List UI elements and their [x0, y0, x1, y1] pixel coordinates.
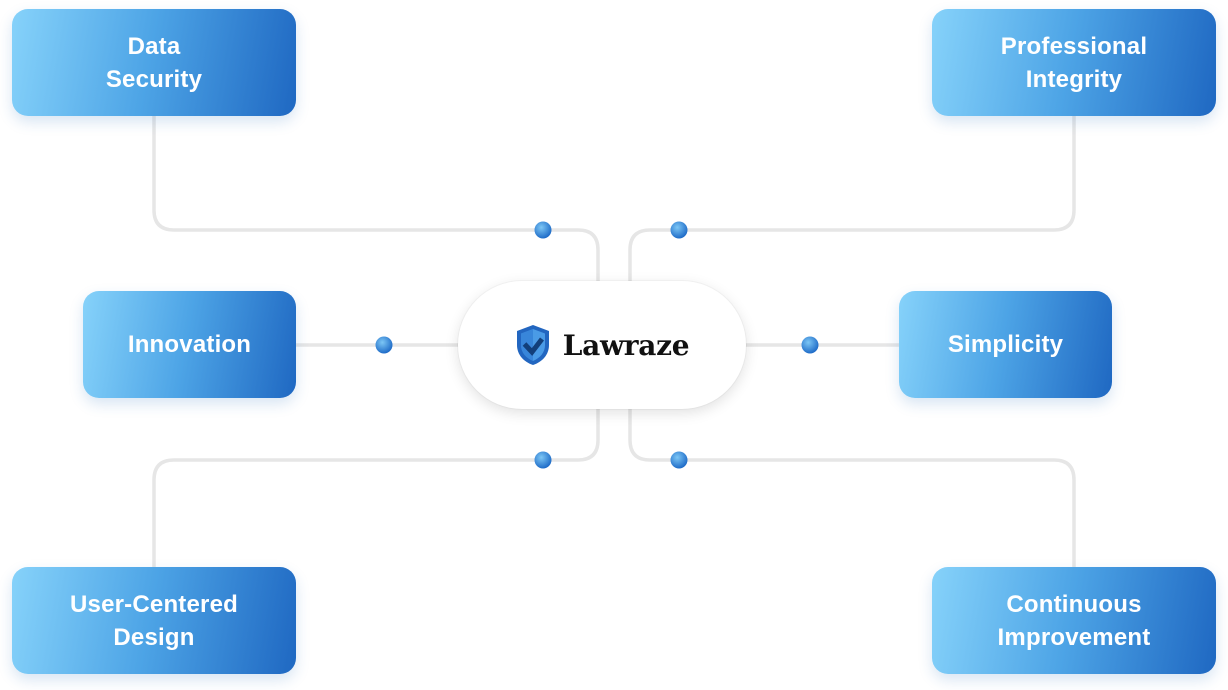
connector-dot — [534, 451, 552, 469]
hub-logo-pill: Lawraze — [458, 281, 746, 409]
node-innovation: Innovation — [83, 291, 296, 398]
node-data-security: Data Security — [12, 9, 296, 116]
node-label: Continuous Improvement — [997, 590, 1151, 651]
connector-dot — [670, 451, 688, 469]
connector-dot — [801, 336, 819, 354]
connector-data-security — [152, 114, 600, 283]
node-label: Data Security — [105, 32, 203, 93]
node-label: User-Centered Design — [70, 590, 238, 651]
node-simplicity: Simplicity — [899, 291, 1112, 398]
node-user-centered-design: User-Centered Design — [12, 567, 296, 674]
connector-dot — [375, 336, 393, 354]
connector-user-centered-design — [152, 407, 600, 569]
node-continuous-improvement: Continuous Improvement — [932, 567, 1216, 674]
brand-name: Lawraze — [562, 328, 690, 362]
shield-check-icon — [516, 325, 549, 365]
node-professional-integrity: Professional Integrity — [932, 9, 1216, 116]
node-label: Professional Integrity — [1000, 32, 1148, 93]
node-label: Simplicity — [947, 331, 1064, 358]
connector-continuous-improvement — [628, 407, 1076, 569]
connector-dot — [670, 221, 688, 239]
connector-dot — [534, 221, 552, 239]
connector-professional-integrity — [628, 114, 1076, 283]
node-label: Innovation — [127, 331, 252, 358]
